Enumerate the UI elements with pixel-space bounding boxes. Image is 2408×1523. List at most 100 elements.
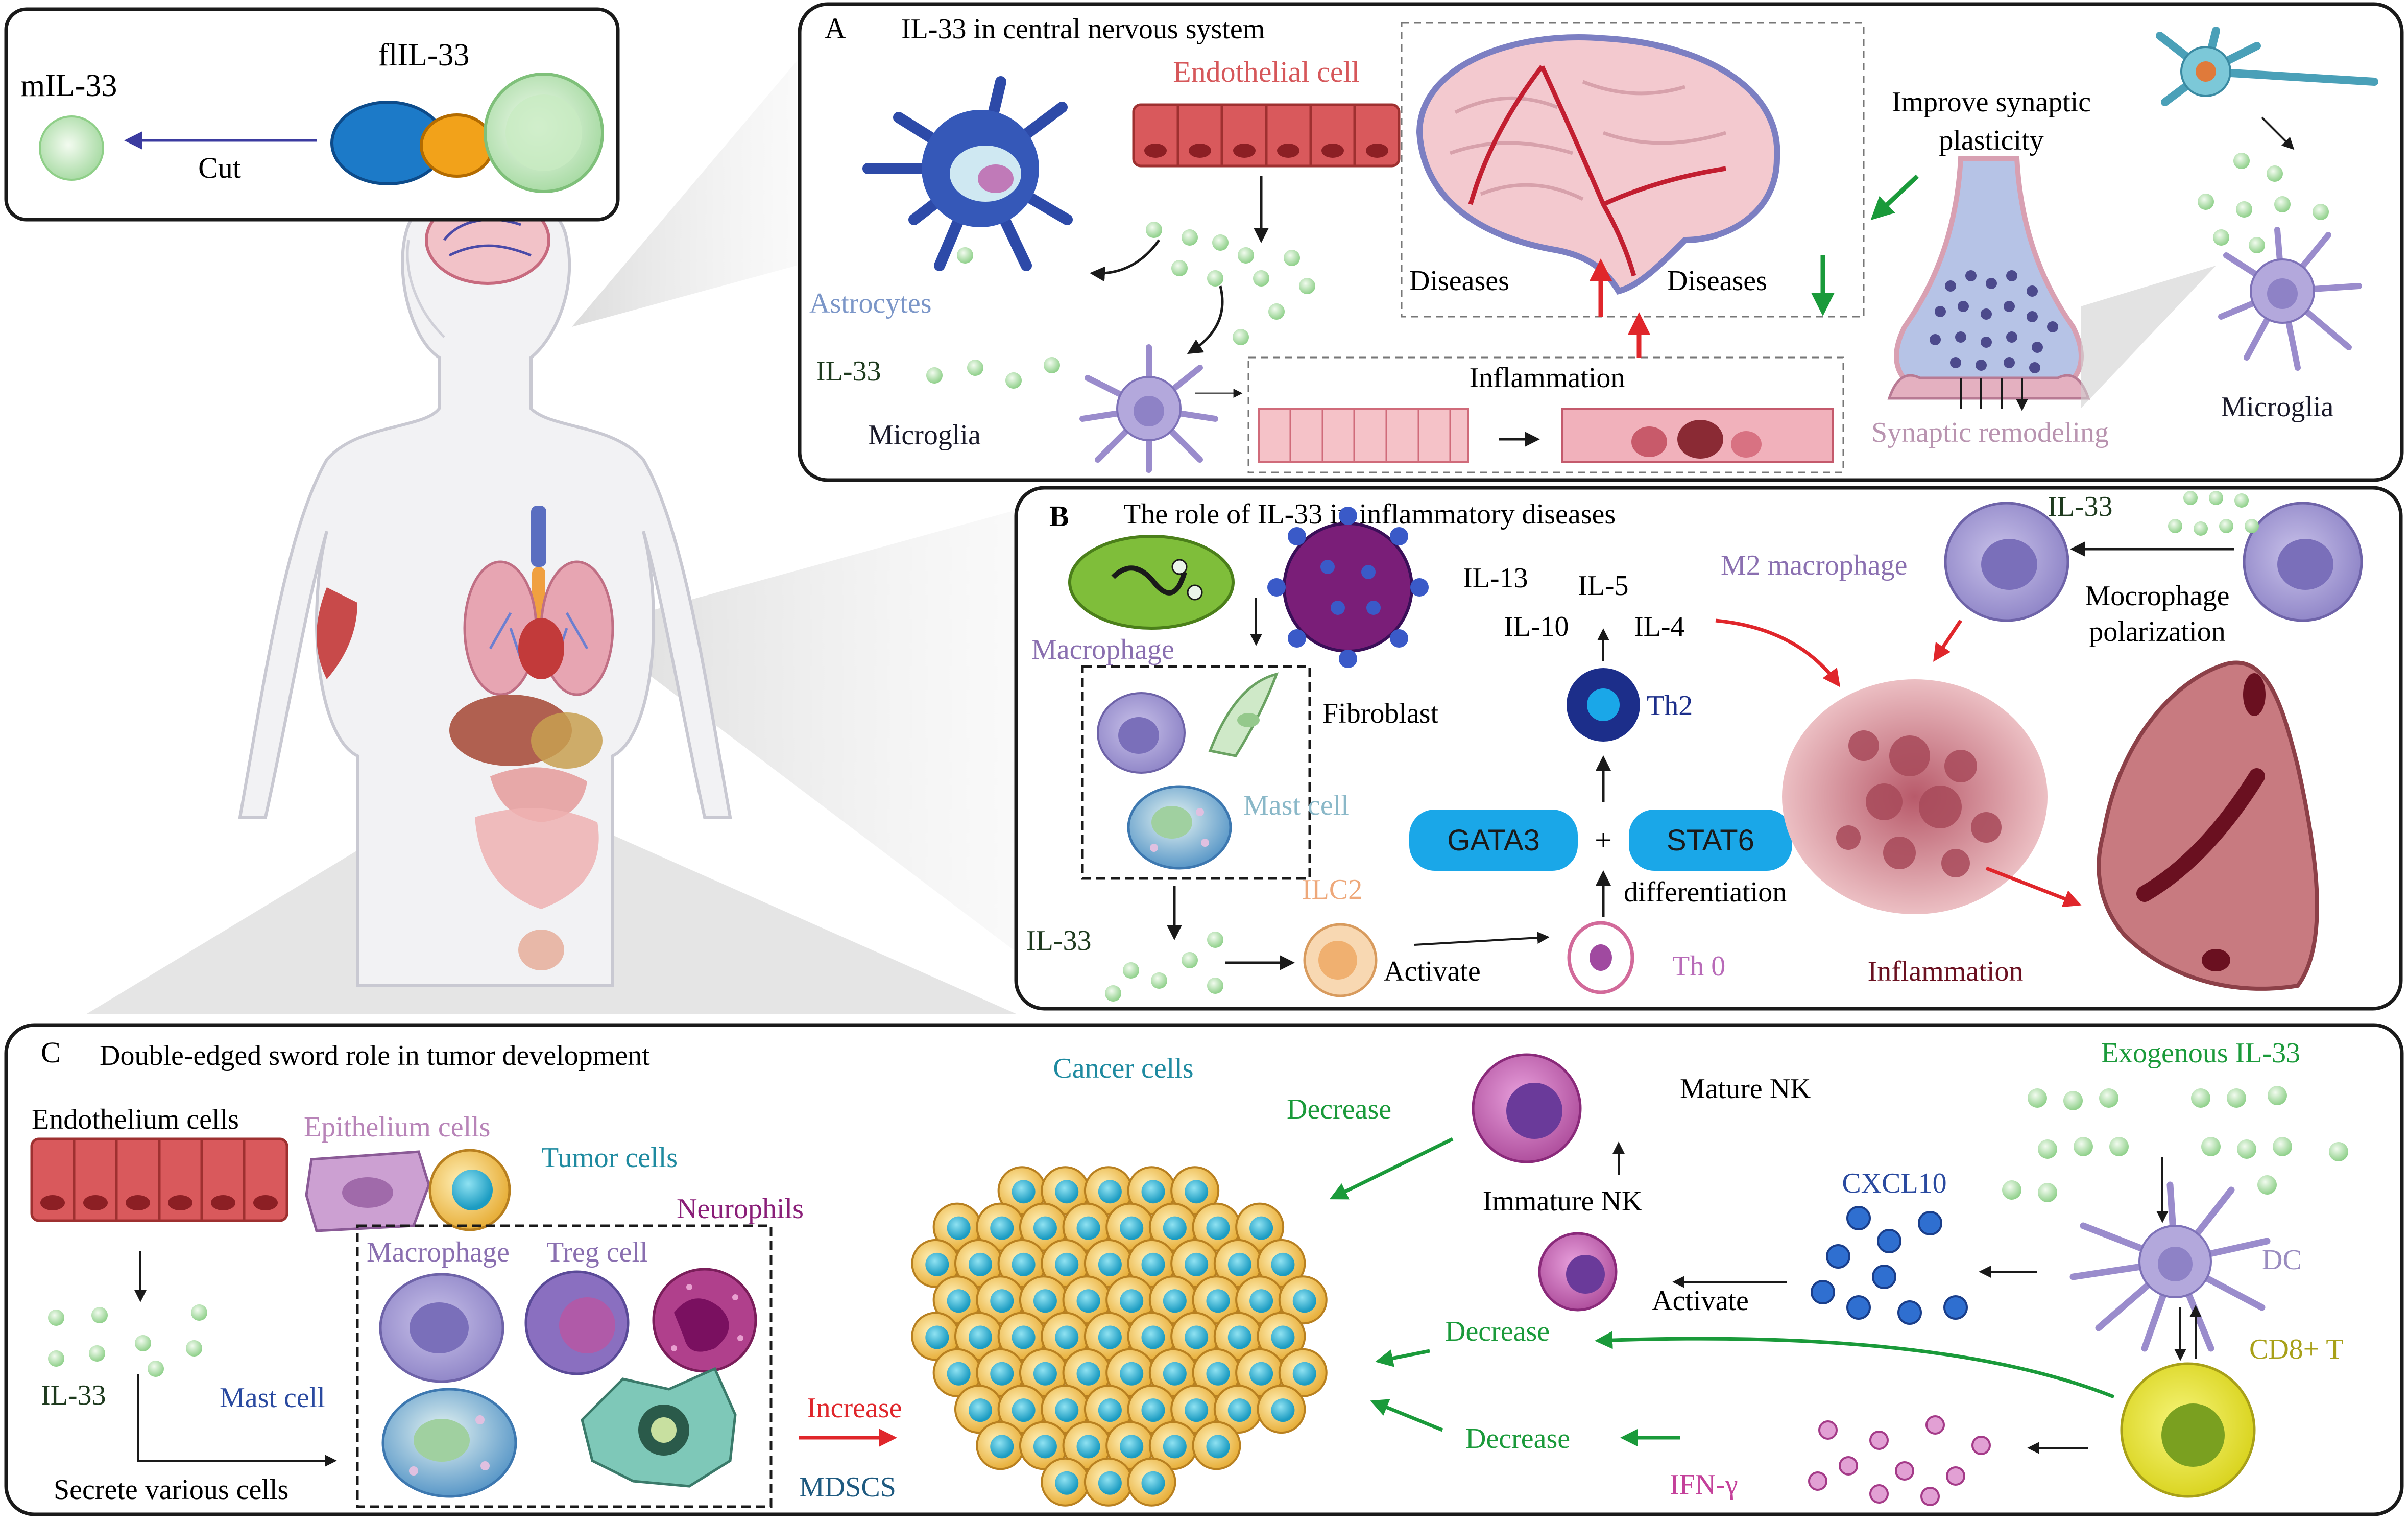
microglia-projection-right — [2081, 266, 2216, 409]
cancer-cell — [1213, 1385, 1263, 1434]
cxcl10-bead — [1826, 1244, 1850, 1269]
astrocytes-label: Astrocytes — [809, 288, 932, 319]
macrophage-cell-b — [1097, 692, 1186, 774]
green-arrow-decrease-top — [1329, 1137, 1454, 1200]
cancer-cell — [997, 1239, 1047, 1288]
il33-bead — [2329, 1142, 2348, 1161]
synapse-illustration — [1887, 156, 2090, 409]
panel-c-letter: C — [41, 1036, 61, 1069]
cancer-cell — [1235, 1348, 1285, 1397]
il10-label: IL-10 — [1504, 611, 1569, 642]
ifn-bead — [1818, 1420, 1838, 1440]
cxcl10-bead — [1897, 1300, 1922, 1325]
cancer-cell — [976, 1421, 1025, 1470]
mast-cell-label-c: Mast cell — [220, 1382, 325, 1414]
il33-bead — [2002, 1180, 2021, 1200]
cxcl10-molecules — [1811, 1206, 1968, 1325]
cancer-cell — [1257, 1385, 1306, 1434]
microglia-cell-right — [2218, 227, 2362, 371]
red-arrow-m2-to-inflammation — [1933, 620, 1962, 662]
plasticity-label: plasticity — [1939, 125, 2043, 156]
cancer-cell — [1192, 1421, 1241, 1470]
il33-label-panel-a: IL-33 — [816, 355, 881, 387]
endothelium-label: Endothelium cells — [32, 1104, 239, 1135]
tumor-cell-c — [428, 1149, 511, 1231]
cancer-cell — [1170, 1239, 1220, 1288]
cxcl10-bead — [1877, 1229, 1901, 1253]
il33-beads-panel-b-top — [2168, 491, 2259, 536]
il33-beads-panel-b — [1105, 932, 1223, 1002]
cancer-cell — [1019, 1275, 1068, 1325]
improve-synaptic-label: Improve synaptic — [1892, 86, 2091, 118]
neurophils-label: Neurophils — [677, 1193, 804, 1225]
il13-label: IL-13 — [1463, 562, 1528, 594]
arrow-to-microglia-a — [1187, 285, 1224, 354]
projection-cone-a — [572, 61, 797, 327]
flil33-molecule — [330, 73, 604, 193]
cancer-cell — [1083, 1457, 1133, 1507]
endothelium-cell-row — [30, 1137, 288, 1222]
treg-label: Treg cell — [546, 1236, 648, 1268]
cancer-cell — [1257, 1312, 1306, 1361]
ifn-bead — [1869, 1484, 1889, 1504]
cancer-cell — [1148, 1348, 1198, 1397]
immune-cells-box-c — [356, 1224, 773, 1508]
cancer-cell — [1127, 1385, 1176, 1434]
cxcl10-bead — [1872, 1265, 1896, 1289]
panel-b-letter: B — [1049, 499, 1069, 533]
ifn-bead — [1869, 1431, 1889, 1450]
arrow-neuron-down — [2261, 116, 2295, 150]
cancer-cell — [1192, 1202, 1241, 1252]
epithelium-normal — [1258, 408, 1469, 463]
cancer-cell — [932, 1348, 982, 1397]
cxcl10-bead — [1943, 1295, 1968, 1320]
cancer-cell — [1170, 1166, 1220, 1216]
gata3-box — [1409, 810, 1578, 871]
increase-label: Increase — [807, 1392, 902, 1424]
ifn-bead — [1808, 1471, 1827, 1491]
cxcl10-bead — [1918, 1211, 1942, 1235]
panel-b-title: The role of IL-33 in inflammatory diseas… — [1123, 498, 1616, 530]
cancer-cell — [1213, 1312, 1263, 1361]
arrow-secrete — [137, 1374, 337, 1467]
cancer-cell — [1019, 1348, 1068, 1397]
cd8-t-cell — [2120, 1362, 2256, 1498]
th2-cell — [1567, 668, 1640, 742]
microglia-right-label: Microglia — [2221, 391, 2334, 423]
mil33-molecule — [39, 115, 104, 181]
m2-macrophage-label: M2 macrophage — [1721, 550, 1907, 581]
mature-nk-label: Mature NK — [1680, 1073, 1811, 1105]
cancer-cell — [1041, 1457, 1090, 1507]
il33-bead — [2191, 1088, 2210, 1108]
synaptic-remodeling-label: Synaptic remodeling — [1871, 417, 2109, 448]
cancer-cell — [1105, 1421, 1155, 1470]
arrow-to-astrocyte — [1090, 239, 1161, 282]
cancer-cell — [997, 1385, 1047, 1434]
decrease-mid-label: Decrease — [1445, 1316, 1550, 1347]
cxcl10-bead — [1846, 1206, 1871, 1230]
mdscs-label: MDSCS — [799, 1471, 896, 1503]
immature-nk-cell — [1538, 1232, 1618, 1312]
cancer-cell — [1127, 1457, 1176, 1507]
ifn-bead — [1920, 1487, 1940, 1506]
il33-bead — [2109, 1137, 2129, 1156]
exogenous-il33-label: Exogenous IL-33 — [2101, 1037, 2300, 1069]
m2-macrophage-cell — [1944, 502, 2069, 622]
green-arrow-synaptic — [1870, 174, 1919, 221]
bacterium — [1068, 535, 1235, 630]
green-arrow-decrease-mid-tumor — [1375, 1349, 1430, 1367]
stat6-label: STAT6 — [1667, 824, 1754, 857]
ifn-molecules — [1808, 1415, 1991, 1506]
macrophage-cell-c — [379, 1273, 504, 1383]
activate-label-c: Activate — [1652, 1285, 1749, 1317]
cancer-cell — [954, 1312, 1003, 1361]
mast-cell-label-b: Mast cell — [1243, 790, 1349, 821]
cell-group-box-b — [1081, 665, 1311, 880]
cancer-cell — [1235, 1202, 1285, 1252]
macrophage-label-b: Macrophage — [1031, 634, 1174, 665]
stat6-box — [1629, 810, 1792, 871]
exogenous-il33-beads — [2002, 1086, 2348, 1202]
panel-a-letter: A — [825, 12, 846, 45]
